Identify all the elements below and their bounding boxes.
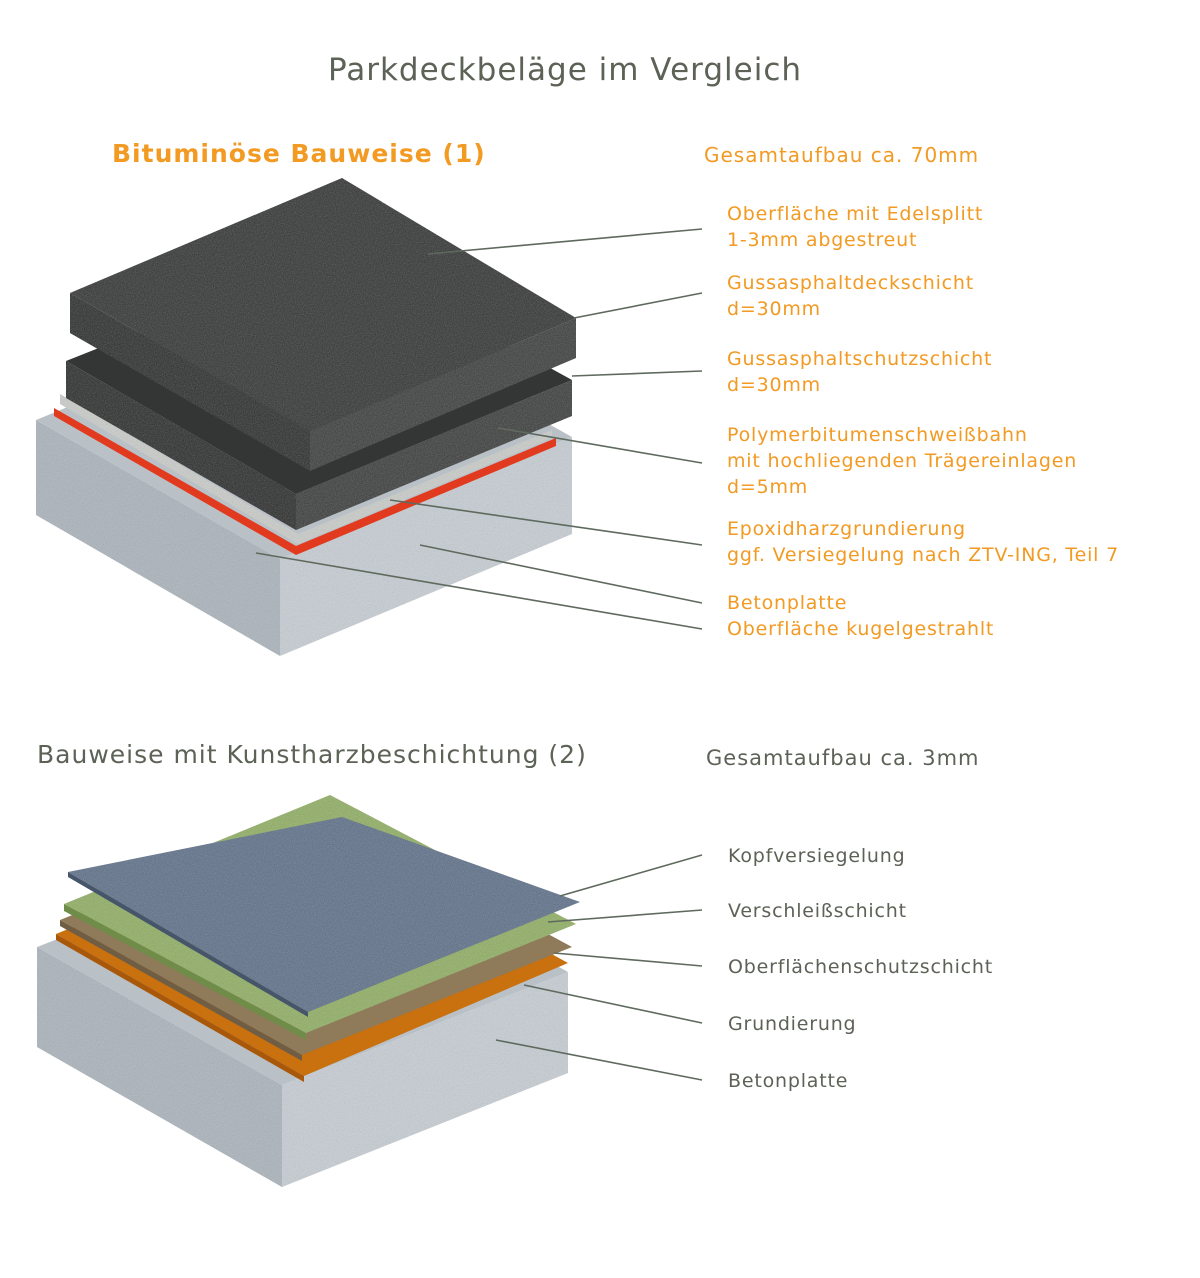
stack1-primer-layer <box>54 408 556 555</box>
label-line: Gussasphaltdeckschicht <box>727 272 974 294</box>
label-line: Betonplatte <box>728 1070 849 1092</box>
section1-label-protection: Gussasphaltschutzschicht d=30mm <box>727 346 992 398</box>
label-line: Epoxidharzgrundierung <box>727 518 966 540</box>
stack2-leader-lines <box>495 854 703 1081</box>
label-line: Oberfläche mit Edelsplitt <box>727 203 984 225</box>
label-line: 1-3mm abgestreut <box>727 229 918 251</box>
page-title: Parkdeckbeläge im Vergleich <box>327 52 803 88</box>
section2-label-top-seal: Kopfversiegelung <box>728 843 905 869</box>
section2-title: Bauweise mit Kunstharzbeschichtung (2) <box>37 740 587 769</box>
stack-resin <box>37 795 580 1187</box>
label-line: ggf. Versiegelung nach ZTV-ING, Teil 7 <box>727 544 1119 566</box>
label-line: Gussasphaltschutzschicht <box>727 348 993 370</box>
section1-total-thickness: Gesamtaufbau ca. 70mm <box>704 143 980 167</box>
section1-label-concrete: Betonplatte Oberfläche kugelgestrahlt <box>727 590 994 642</box>
label-line: d=30mm <box>727 298 821 320</box>
label-line: Verschleißschicht <box>728 900 907 922</box>
label-line: Oberflächenschutzschicht <box>728 956 994 978</box>
stack1-leader-lines <box>255 228 703 630</box>
section1-label-surface: Oberfläche mit Edelsplitt 1-3mm abgestre… <box>727 201 983 253</box>
stack-bituminous <box>36 178 576 656</box>
label-line: d=5mm <box>727 476 809 498</box>
section2-label-primer: Grundierung <box>728 1011 856 1037</box>
label-line: Kopfversiegelung <box>728 845 906 867</box>
section1-label-membrane: Polymerbitumenschweißbahn mit hochliegen… <box>727 422 1077 500</box>
section1-label-deck: Gussasphaltdeckschicht d=30mm <box>727 270 974 322</box>
label-line: Polymerbitumenschweißbahn <box>727 424 1028 446</box>
section2-label-surface-protection: Oberflächenschutzschicht <box>728 954 993 980</box>
section2-total-thickness: Gesamtaufbau ca. 3mm <box>706 746 980 770</box>
stack1-deck-layer <box>70 178 576 471</box>
section2-label-wear: Verschleißschicht <box>728 898 907 924</box>
label-line: d=30mm <box>727 374 821 396</box>
section2-label-concrete: Betonplatte <box>728 1068 848 1094</box>
label-line: Oberfläche kugelgestrahlt <box>727 618 995 640</box>
label-line: mit hochliegenden Trägereinlagen <box>727 450 1078 472</box>
label-line: Betonplatte <box>727 592 848 614</box>
section1-title: Bituminöse Bauweise (1) <box>112 139 486 168</box>
section1-label-primer: Epoxidharzgrundierung ggf. Versiegelung … <box>727 516 1119 568</box>
label-line: Grundierung <box>728 1013 857 1035</box>
